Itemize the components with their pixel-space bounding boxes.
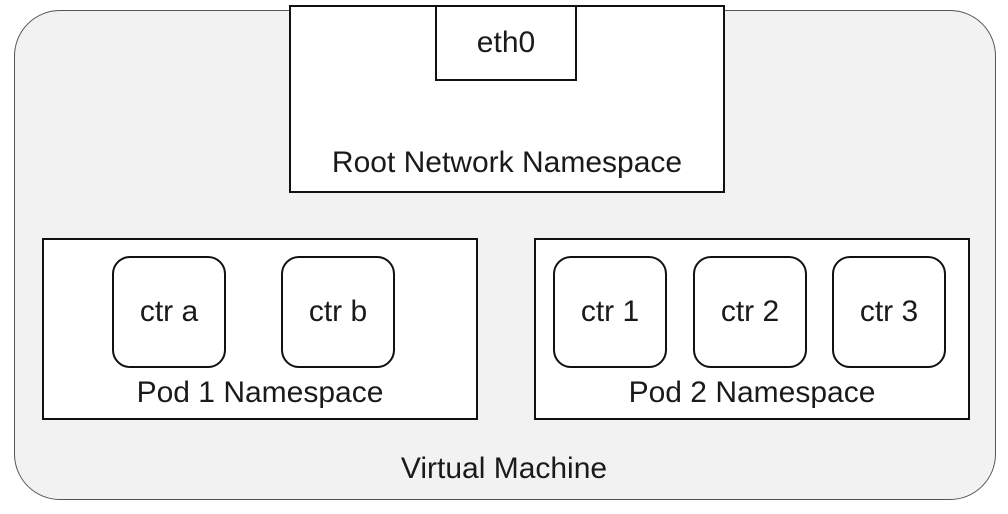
container-box: ctr b (281, 256, 395, 368)
container-box: ctr 3 (832, 256, 946, 368)
virtual-machine-label: Virtual Machine (400, 452, 608, 485)
pod-1-namespace-label: Pod 1 Namespace (136, 376, 384, 409)
eth0-label: eth0 (476, 26, 536, 59)
eth0-interface-box (435, 5, 577, 81)
root-network-namespace-label: Root Network Namespace (331, 146, 683, 179)
container-box: ctr 1 (553, 256, 667, 368)
container-box: ctr a (112, 256, 226, 368)
pod-2-namespace-label: Pod 2 Namespace (628, 376, 876, 409)
container-box: ctr 2 (693, 256, 807, 368)
